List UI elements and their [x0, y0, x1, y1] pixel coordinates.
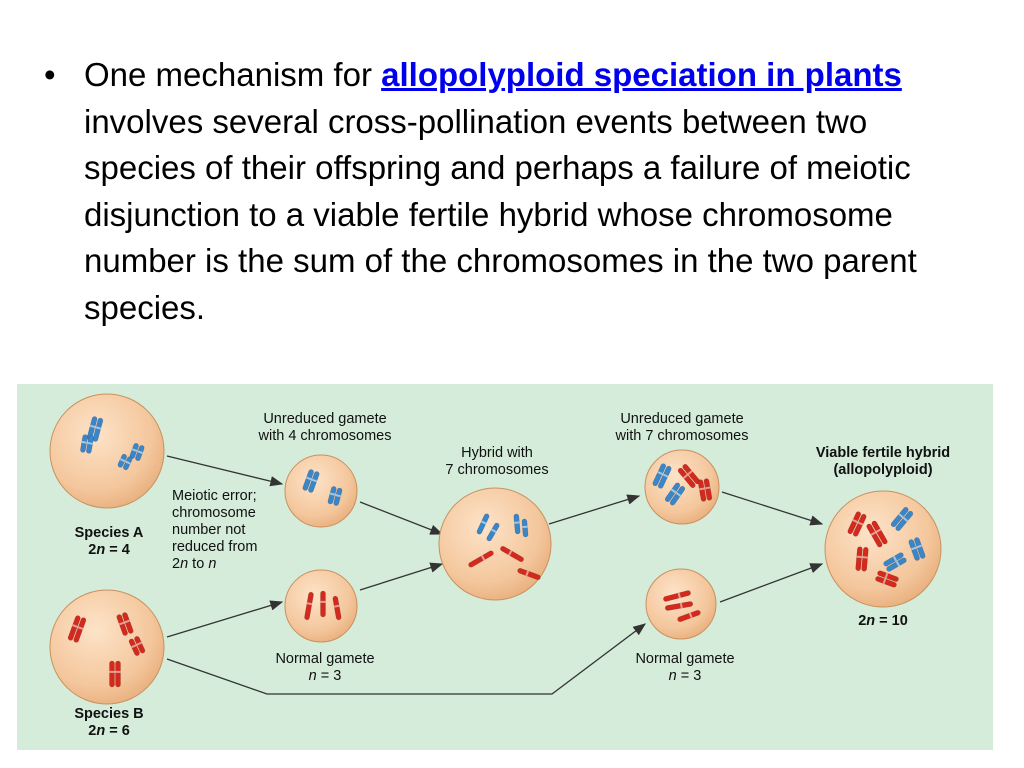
bullet-text: One mechanism for allopolyploid speciati… — [84, 52, 974, 331]
hybrid-label: Hybrid with 7 chromosomes — [445, 445, 549, 478]
hybrid-chromosome — [476, 513, 490, 535]
viable-hybrid-chromosome — [890, 506, 914, 532]
species-b-chromosome — [128, 636, 146, 656]
unreduced-2-chromosome — [652, 463, 672, 489]
arrow-hybrid-to-unreduced2 — [548, 494, 641, 525]
unreduced-2-chromosome — [664, 482, 686, 506]
arrow-normal2-to-viable — [719, 563, 824, 603]
species-a-chromosome — [86, 416, 104, 442]
arrow-unreduced2-to-viable — [721, 491, 824, 526]
normal-2-chromosome — [664, 601, 694, 611]
normal-1-chromosome — [304, 591, 314, 621]
normal-2-chromosome — [677, 609, 701, 623]
arrow-unreduced-to-hybrid — [359, 501, 444, 535]
species-b-chromosome — [109, 660, 121, 688]
normal-1-chromosome — [320, 590, 326, 618]
hybrid-cell — [438, 487, 552, 601]
hybrid-chromosome — [500, 545, 524, 563]
unreduced-2-chromosome — [677, 463, 701, 489]
hybrid-chromosome — [513, 513, 521, 535]
unreduced-1-chromosome — [327, 486, 343, 506]
bullet-dot: • — [44, 56, 56, 93]
normal-1-chromosome — [332, 595, 342, 621]
viable-hybrid-chromosome — [847, 511, 867, 537]
hybrid-chromosome — [486, 522, 500, 542]
unreduced-gamete-1-cell — [284, 454, 358, 528]
normal-gamete-1-label: Normal gamete n = 3 — [275, 651, 375, 684]
arrow-normal-to-hybrid — [359, 562, 444, 591]
species-a-chromosome — [80, 434, 94, 454]
viable-hybrid-chromosome — [883, 552, 907, 572]
normal-gamete-2-label: Normal gamete n = 3 — [635, 651, 735, 684]
species-b-label: Species B 2n = 6 — [74, 706, 144, 739]
species-b-cell — [49, 589, 165, 705]
viable-hybrid-chromosome — [875, 570, 899, 588]
bullet-paragraph: • One mechanism for allopolyploid specia… — [44, 52, 974, 331]
viable-hybrid-label: Viable fertile hybrid (allopolyploid) — [815, 445, 951, 478]
viable-hybrid-chromosome — [866, 520, 888, 548]
chromosomes — [67, 416, 926, 688]
viable-hybrid-chromosome — [855, 546, 869, 572]
hybrid-chromosome — [521, 518, 529, 538]
normal-2-chromosome — [663, 590, 691, 602]
species-a-label: Species A 2n = 4 — [74, 525, 144, 558]
meiotic-error-label: Meiotic error; chromosome number not red… — [172, 488, 258, 572]
viable-hybrid-cell — [824, 490, 942, 608]
hybrid-chromosome — [517, 567, 541, 581]
text-before-link: One mechanism for — [84, 56, 382, 93]
arrow-b-to-normal — [166, 600, 284, 638]
viable-hybrid-count: 2n = 10 — [858, 613, 908, 629]
species-a-chromosome — [129, 443, 145, 461]
species-a-chromosome — [117, 453, 133, 471]
species-b-chromosome — [116, 612, 134, 636]
arrows — [166, 455, 824, 695]
unreduced-1-chromosome — [302, 469, 320, 493]
species-a-cell — [49, 393, 165, 509]
unreduced-gamete-2-label: Unreduced gamete with 7 chromosomes — [615, 411, 749, 444]
arrow-b-to-normal2 — [166, 623, 647, 695]
species-b-chromosome — [67, 615, 87, 643]
speciation-link[interactable]: allopolyploid speciation in plants — [381, 56, 902, 93]
arrow-a-to-unreduced — [166, 455, 284, 487]
allopolyploid-speciation-diagram: Species A 2n = 4 Species B 2n = 6 Meioti… — [17, 384, 993, 750]
text-after-link: involves several cross-pollination event… — [84, 102, 917, 326]
diagram-canvas — [49, 393, 942, 705]
unreduced-gamete-1-label: Unreduced gamete with 4 chromosomes — [258, 411, 392, 444]
hybrid-chromosome — [468, 550, 494, 568]
viable-hybrid-chromosome — [908, 537, 926, 561]
unreduced-2-chromosome — [697, 478, 713, 502]
